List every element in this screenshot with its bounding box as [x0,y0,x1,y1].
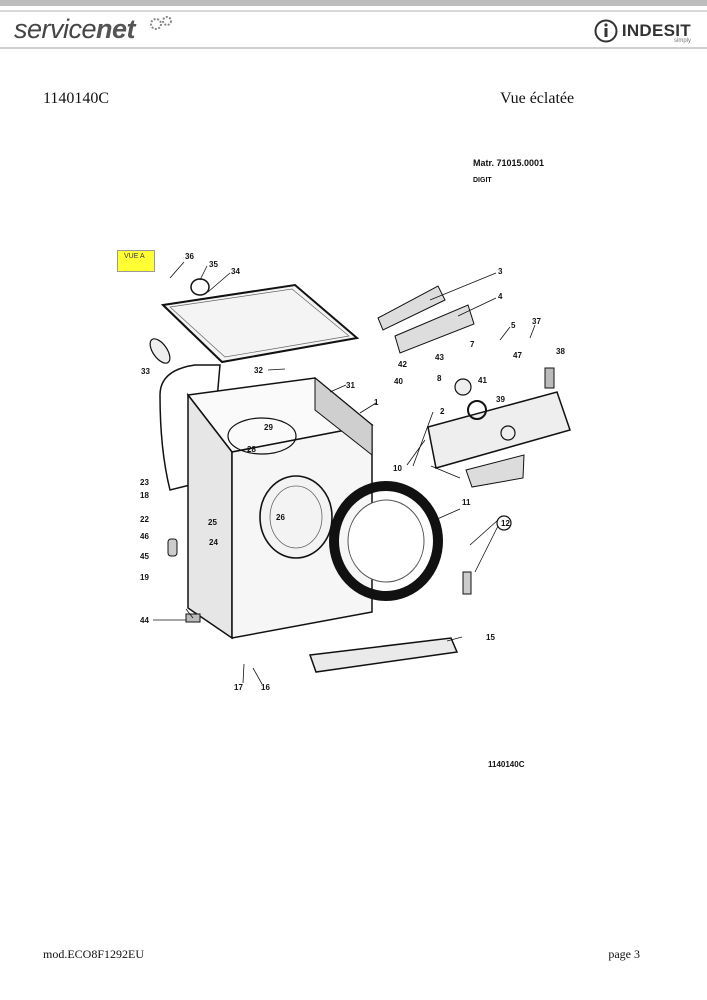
part-number: 29 [264,423,273,432]
brand-name: INDESIT [621,21,691,40]
part-number: 35 [209,260,218,269]
model-code: 1140140C [43,90,110,107]
part-number: 4 [498,292,503,301]
brand-tagline: simply [673,38,691,44]
part-number: 12 [501,519,510,528]
header-top-bar [0,0,707,6]
part-number: 17 [234,683,243,692]
part-number: 33 [141,367,150,376]
part-number: 38 [556,347,565,356]
part-number: 34 [231,267,240,276]
part-number: 44 [140,616,149,625]
digit-label: DIGIT [473,177,492,184]
part-number: 2 [440,407,445,416]
part-number: 25 [208,518,217,527]
part-number: 37 [532,317,541,326]
header-divider [0,47,707,49]
header-line [0,10,707,12]
part-number: 7 [470,340,475,349]
part-number: 39 [496,395,505,404]
part-number: 3 [498,267,503,276]
part-number: 10 [393,464,402,473]
part-number: 16 [261,683,270,692]
matr-number: Matr. 71015.0001 [473,158,545,168]
part-number: 8 [437,374,442,383]
view-title: Vue éclatée [500,90,575,107]
indesit-logo-icon [594,19,618,43]
part-number: 32 [254,366,263,375]
servicenet-logo: servicenet [14,14,136,45]
part-number: 41 [478,376,487,385]
part-number: 1 [374,398,379,407]
part-number: 43 [435,353,444,362]
indesit-logo: INDESIT [594,19,691,43]
part-number: 18 [140,491,149,500]
part-number: 31 [346,381,355,390]
part-number: 5 [511,321,516,330]
part-number: 40 [394,377,403,386]
part-number: 19 [140,573,149,582]
part-number: 42 [398,360,407,369]
gears-icon [150,16,172,30]
part-number: 46 [140,532,149,541]
part-number: 45 [140,552,149,561]
footer-model: mod.ECO8F1292EU [43,947,145,961]
diagram-code: 1140140C [488,760,525,769]
part-number: 36 [185,252,194,261]
part-number: 26 [276,513,285,522]
footer-page-number: page 3 [608,947,640,961]
part-number: 15 [486,633,495,642]
part-number: 47 [513,351,522,360]
part-number: 28 [247,445,256,454]
servicenet-logo-net: net [96,14,136,44]
part-number: 23 [140,478,149,487]
servicenet-logo-main: service [14,14,97,44]
view-a-tag: VUE A [117,250,155,272]
part-number: 22 [140,515,149,524]
part-number: 24 [209,538,218,547]
part-number: 11 [462,498,471,507]
